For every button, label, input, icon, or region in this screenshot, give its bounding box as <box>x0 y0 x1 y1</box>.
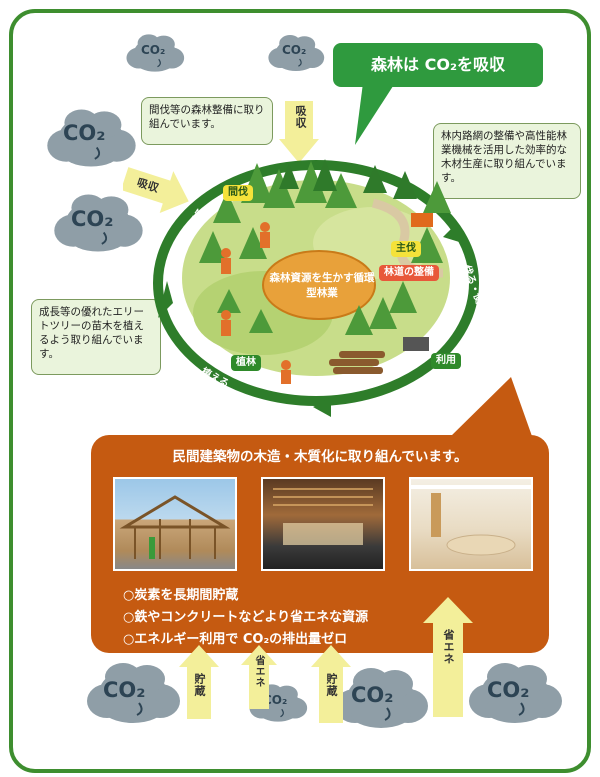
store-arrow-1 <box>179 645 219 719</box>
panel-pointer <box>448 377 533 439</box>
absorb-arrow-top <box>279 101 319 163</box>
badge-final-cut: 主伐 <box>391 241 421 257</box>
callout-seedling-text: 成長等の優れたエリートツリーの苗木を植えるよう取り組んでいます。 <box>39 306 144 360</box>
forest-cycle-illustration <box>153 159 479 417</box>
bullet-item: ○エネルギー利用で CO₂の排出量ゼロ <box>123 632 348 647</box>
photo-wooden-frame-construction <box>113 477 237 571</box>
save-arrow-1 <box>241 645 277 709</box>
save-arrow-1-label: 省エネ <box>253 655 264 688</box>
callout-seedling: 成長等の優れたエリートツリーの苗木を植えるよう取り組んでいます。 <box>31 299 161 375</box>
headline-banner: 森林は CO₂を吸収 <box>333 43 543 87</box>
co2-label: CO₂ <box>263 693 288 707</box>
photo-wooden-floor-room <box>409 477 533 571</box>
headline-pointer <box>355 83 395 145</box>
badge-planting: 植林 <box>231 355 261 371</box>
callout-road-text: 林内路網の整備や高性能林業機械を活用した効率的な木材生産に取り組んでいます。 <box>441 130 567 184</box>
callout-thinning: 間伐等の森林整備に取り組んでいます。 <box>141 97 273 145</box>
save-arrow-2 <box>423 597 473 717</box>
co2-label: CO₂ <box>351 683 394 707</box>
bullet-item: ○炭素を長期間貯蔵 <box>123 588 239 603</box>
headline-text: 森林は CO₂を吸収 <box>371 55 505 74</box>
photo-wooden-hall-interior <box>261 477 385 571</box>
bullet-item: ○鉄やコンクリートなどより省エネな資源 <box>123 610 369 625</box>
co2-label: CO₂ <box>71 207 114 231</box>
badge-road: 林道の整備 <box>379 265 439 281</box>
callout-road: 林内路網の整備や高性能林業機械を活用した効率的な木材生産に取り組んでいます。 <box>433 123 581 199</box>
co2-label: CO₂ <box>63 121 106 145</box>
absorb-arrow-left <box>123 167 189 213</box>
panel-bullets: ○炭素を長期間貯蔵 ○鉄やコンクリートなどより省エネな資源 ○エネルギー利用で … <box>123 585 368 651</box>
panel-title: 民間建築物の木造・木質化に取り組んでいます。 <box>172 449 468 465</box>
store-arrow-1-label: 貯蔵 <box>193 673 206 697</box>
co2-label: CO₂ <box>487 678 530 702</box>
callout-thinning-text: 間伐等の森林整備に取り組んでいます。 <box>149 104 265 130</box>
wood-building-panel: 民間建築物の木造・木質化に取り組んでいます。 ○炭素を長期間貯蔵 ○鉄やコンクリ… <box>91 435 549 653</box>
page-frame: CO₂ CO₂ CO₂ CO₂ CO₂ CO₂ CO₂ CO₂ 森林は CO₂を… <box>9 9 591 773</box>
badge-use: 利用 <box>431 353 461 369</box>
store-arrow-2-label: 貯蔵 <box>325 673 338 697</box>
co2-label: CO₂ <box>141 43 166 57</box>
co2-label: CO₂ <box>103 678 146 702</box>
store-arrow-2 <box>311 645 351 723</box>
badge-thinning: 間伐 <box>223 185 253 201</box>
cycle-center-label: 森林資源を生かす循環型林業 <box>269 272 375 299</box>
absorb-arrow-top-label: 吸収 <box>294 105 307 129</box>
co2-label: CO₂ <box>282 43 307 57</box>
save-arrow-2-label: 省エネ <box>442 629 455 665</box>
